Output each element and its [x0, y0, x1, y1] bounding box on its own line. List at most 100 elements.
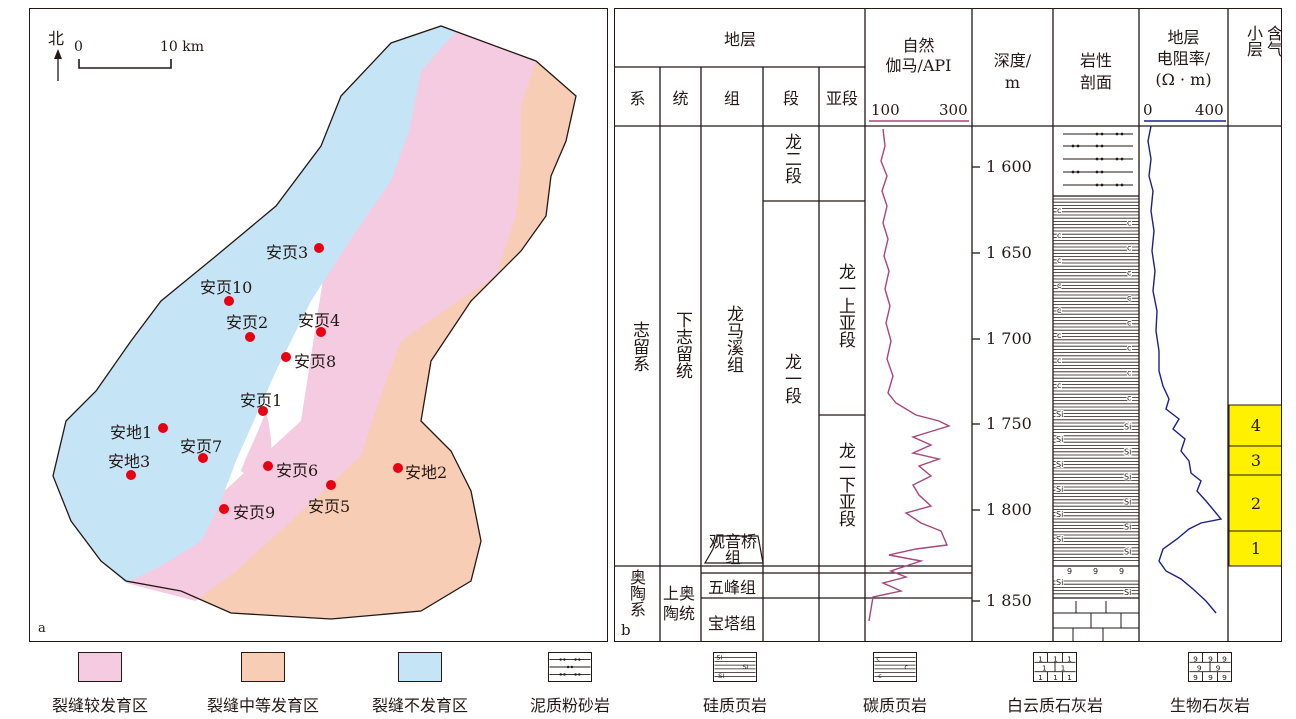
svg-text:1: 1 [1053, 654, 1058, 663]
svg-text:c: c [1127, 369, 1131, 378]
well-label-andi1: 安地1 [110, 423, 153, 442]
system-ordovician: 奥陶系 [627, 569, 646, 617]
svg-text:c: c [1127, 344, 1131, 353]
well-dot-anye2 [245, 332, 255, 342]
well-label-anye1: 安页1 [240, 391, 283, 410]
well-dot-anye9 [219, 504, 229, 514]
svg-text:1: 1 [1038, 654, 1043, 663]
legend-relatively-developed: 裂缝较发育区 [30, 648, 170, 718]
well-label-andi2: 安地2 [405, 463, 448, 482]
gas-layer-2-box [1228, 474, 1281, 532]
relatively-developed-zone [126, 26, 536, 601]
formation-wufeng: 五峰组 [707, 578, 756, 597]
well-label-anye7: 安页7 [180, 437, 223, 456]
well-dot-anye5 [326, 480, 336, 490]
formation-baota: 宝塔组 [707, 614, 756, 633]
undeveloped-zone [53, 26, 456, 583]
svg-text:c: c [1057, 231, 1061, 240]
svg-text:c: c [1057, 381, 1061, 390]
formation-longmaxi: 龙马溪组 [723, 305, 743, 373]
well-label-anye5: 安页5 [308, 497, 351, 516]
svg-text:c: c [1127, 244, 1131, 253]
svg-text:c: c [1057, 206, 1061, 215]
svg-text:9: 9 [1222, 654, 1227, 663]
svg-text:9: 9 [1208, 654, 1213, 663]
well-dot-anye10 [224, 296, 234, 306]
map-panel-letter: a [38, 621, 46, 636]
svg-text:1: 1 [1053, 673, 1058, 682]
column-grid: ccccccccccccccccSiSiSiSiSiSiSiSiSiSiSiSi… [615, 9, 1281, 641]
well-dot-andi3 [126, 470, 136, 480]
svg-text:c: c [904, 663, 908, 671]
well-label-anye8: 安页8 [294, 352, 337, 371]
depth-tick-1800: 1 800 [986, 500, 1032, 519]
svg-text:c: c [1057, 281, 1061, 290]
legend-label: 裂缝不发育区 [371, 696, 468, 715]
svg-text:9: 9 [1216, 664, 1221, 673]
well-dot-anye6 [263, 461, 273, 471]
depth-tick-1850: 1 850 [986, 591, 1032, 610]
svg-text:Si: Si [1124, 423, 1131, 432]
svg-text:Si: Si [1056, 535, 1063, 544]
legend-swatch-muddy-siltstone [548, 652, 592, 682]
well-label-andi3: 安地3 [108, 452, 151, 471]
depth-tick-1650: 1 650 [986, 243, 1032, 262]
legend-label: 硅质页岩 [702, 696, 767, 715]
series-lower-silurian: 下志留统 [672, 311, 692, 379]
well-label-anye9: 安页9 [233, 503, 276, 522]
well-label-anye3: 安页3 [266, 243, 309, 262]
gamma-max-label: 300 [939, 101, 968, 119]
svg-text:Si: Si [1056, 460, 1063, 469]
resistivity-min-label: 0 [1143, 101, 1153, 119]
gamma-min-label: 100 [871, 101, 900, 119]
legend-moderately-developed: 裂缝中等发育区 [188, 648, 338, 718]
svg-text:1: 1 [1067, 673, 1072, 682]
legend-swatch-orange [241, 652, 285, 682]
well-label-anye6: 安页6 [276, 461, 319, 480]
svg-text:c: c [1127, 219, 1131, 228]
svg-text:1: 1 [1038, 673, 1043, 682]
legend-label: 泥质粉砂岩 [529, 696, 610, 715]
svg-text:9: 9 [1093, 567, 1098, 576]
basin-outline [52, 25, 577, 620]
svg-text:Si: Si [1124, 523, 1131, 532]
member-long2: 龙二段 [781, 133, 801, 184]
svg-text:9: 9 [1193, 673, 1198, 682]
header-member: 段 [782, 88, 799, 108]
well-dot-anye4 [316, 327, 326, 337]
north-arrowhead [54, 49, 62, 59]
well-label-anye4: 安页4 [298, 311, 341, 330]
legend-undeveloped: 裂缝不发育区 [350, 648, 490, 718]
strata-header: 地层 [723, 30, 756, 49]
series-upper-ordovician: 上奥陶统 [663, 584, 696, 623]
scale-zero-label: 0 [74, 39, 83, 55]
svg-text:Si: Si [1056, 485, 1063, 494]
svg-text:Si: Si [1056, 510, 1063, 519]
formation-guanyinqiao: 观音桥组 [709, 532, 758, 567]
well-dot-andi2 [393, 463, 403, 473]
well-dot-anye3 [314, 243, 324, 253]
svg-text:1: 1 [1042, 664, 1047, 673]
legend-label: 生物石灰岩 [1169, 696, 1250, 715]
svg-text:Si: Si [718, 672, 724, 680]
svg-text:1: 1 [1061, 664, 1066, 673]
legend-label: 碳质页岩 [862, 696, 927, 715]
gas-layer-1-box [1228, 530, 1281, 567]
legend-muddy-siltstone: 泥质粉砂岩 [510, 648, 630, 718]
legend-label: 裂缝中等发育区 [206, 696, 319, 715]
svg-text:9: 9 [1197, 664, 1202, 673]
svg-text:Si: Si [716, 654, 722, 662]
svg-text:c: c [1127, 294, 1131, 303]
svg-text:c: c [1057, 356, 1061, 365]
well-dot-anye1 [258, 406, 268, 416]
svg-text:9: 9 [1208, 673, 1213, 682]
resistivity-max-label: 400 [1195, 101, 1224, 119]
resistivity-curve [1147, 125, 1223, 614]
lithology-title: 岩性 剖面 [1079, 51, 1112, 92]
gas-layer-4-box [1228, 404, 1281, 447]
fracture-zone-map [52, 25, 577, 620]
